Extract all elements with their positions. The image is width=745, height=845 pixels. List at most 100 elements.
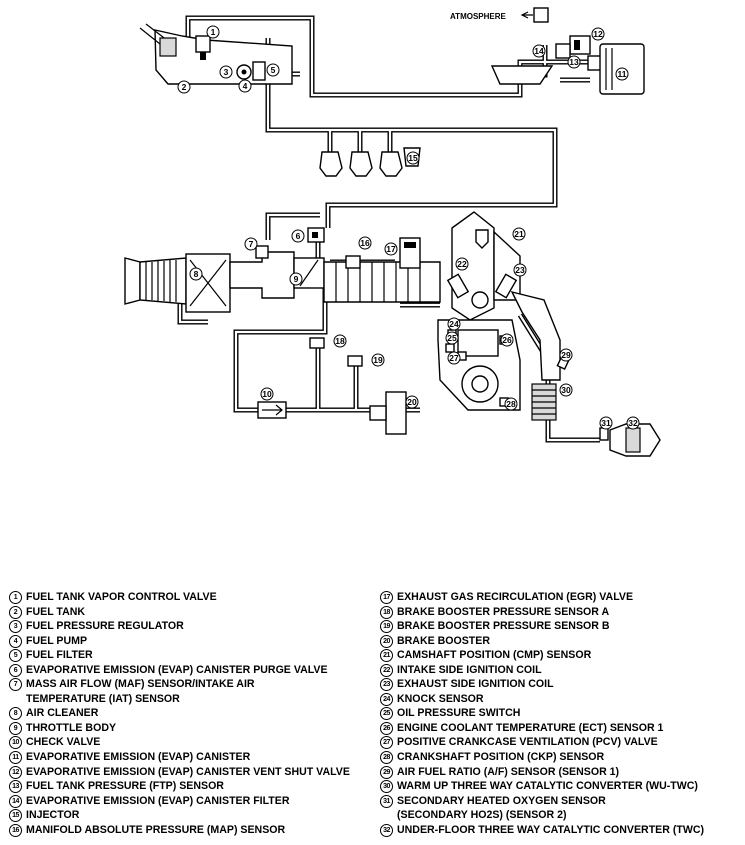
- fuel-filter: [252, 61, 266, 81]
- brake-booster-pressure-sensor-a: [309, 337, 325, 349]
- legend-text: EVAPORATIVE EMISSION (EVAP) CANISTER: [26, 751, 251, 764]
- svg-text:6: 6: [296, 231, 301, 241]
- svg-text:14: 14: [534, 46, 544, 56]
- callout-16: 16: [358, 236, 372, 250]
- legend-text: SECONDARY HEATED OXYGEN SENSOR (SECONDAR…: [397, 794, 606, 822]
- legend-number: 31: [380, 794, 393, 808]
- svg-text:12: 12: [593, 29, 603, 39]
- callout-9: 9: [289, 272, 303, 286]
- svg-text:15: 15: [408, 153, 418, 163]
- evap-purge-valve: [307, 227, 325, 243]
- legend-item: 28 CRANKSHAFT POSITION (CKP) SENSOR: [380, 750, 742, 765]
- legend-text: EXHAUST SIDE IGNITION COIL: [397, 678, 554, 691]
- legend-text: BRAKE BOOSTER PRESSURE SENSOR A: [397, 605, 610, 618]
- legend-text: FUEL TANK VAPOR CONTROL VALVE: [26, 591, 217, 603]
- legend-text: EXHAUST GAS RECIRCULATION (EGR) VALVE: [397, 591, 634, 603]
- exhaust-side-ignition-coil: [494, 273, 518, 299]
- legend-item: 24 KNOCK SENSOR: [380, 692, 742, 707]
- svg-text:13: 13: [569, 57, 579, 67]
- legend-text: CRANKSHAFT POSITION (CKP) SENSOR: [397, 751, 605, 764]
- svg-text:17: 17: [386, 244, 396, 254]
- legend-text: ENGINE COOLANT TEMPERATURE (ECT) SENSOR …: [397, 721, 664, 734]
- legend-number: 26: [380, 721, 393, 735]
- callout-30: 30: [559, 383, 573, 397]
- callout-17: 17: [384, 242, 398, 256]
- evap-canister-vent-shut-valve: [569, 35, 591, 55]
- callout-6: 6: [291, 229, 305, 243]
- legend-number: 19: [380, 620, 393, 634]
- injectors: [319, 147, 421, 177]
- legend-text: INJECTOR: [26, 809, 80, 822]
- exhaust-manifold: [510, 290, 561, 381]
- legend-text: FUEL TANK: [26, 605, 86, 618]
- legend-item: 26 ENGINE COOLANT TEMPERATURE (ECT) SENSO…: [380, 721, 742, 736]
- legend-text: FUEL FILTER: [26, 649, 93, 662]
- legend-text: UNDER-FLOOR THREE WAY CATALYTIC CONVERTE…: [397, 823, 705, 836]
- intake-side-ignition-coil: [446, 273, 470, 299]
- legend-item: 31 SECONDARY HEATED OXYGEN SENSOR (SECOND…: [380, 794, 742, 823]
- legend-number: 28: [380, 751, 393, 765]
- legend-text: FUEL PUMP: [26, 634, 88, 647]
- legend-number: 22: [380, 663, 393, 677]
- callout-4: 4: [238, 79, 252, 93]
- legend-text: CHECK VALVE: [26, 736, 101, 749]
- legend-number: 27: [380, 736, 393, 750]
- callout-15: 15: [406, 151, 420, 165]
- legend-text: AIR FUEL RATIO (A/F) SENSOR (SENSOR 1): [397, 765, 620, 778]
- svg-text:25: 25: [447, 333, 457, 343]
- callout-13: 13: [567, 55, 581, 69]
- legend-text: EVAPORATIVE EMISSION (EVAP) CANISTER VEN…: [26, 765, 350, 778]
- legend-item: 2 FUEL TANK: [9, 605, 371, 620]
- callout-31: 31: [599, 416, 613, 430]
- cmp-sensor: [475, 229, 489, 249]
- legend-text: FUEL TANK PRESSURE (FTP) SENSOR: [26, 780, 224, 793]
- svg-text:3: 3: [224, 67, 229, 77]
- svg-text:27: 27: [449, 353, 459, 363]
- callout-20: 20: [405, 395, 419, 409]
- svg-text:1: 1: [211, 27, 216, 37]
- legend-text: AIR CLEANER: [26, 707, 99, 720]
- svg-text:31: 31: [601, 418, 611, 428]
- legend-text: EVAPORATIVE EMISSION (EVAP) CANISTER PUR…: [26, 663, 328, 676]
- svg-text:22: 22: [457, 259, 467, 269]
- callout-18: 18: [333, 334, 347, 348]
- oil-pressure-switch: [445, 343, 455, 353]
- legend-text: MANIFOLD ABSOLUTE PRESSURE (MAP) SENSOR: [26, 823, 286, 836]
- svg-text:23: 23: [515, 265, 525, 275]
- legend-text: THROTTLE BODY: [26, 721, 117, 734]
- warm-up-catalytic-converter: [531, 383, 557, 421]
- callout-27: 27: [447, 351, 461, 365]
- check-valve: [257, 401, 287, 419]
- evap-canister-filter: [555, 43, 571, 59]
- legend-number: 20: [380, 634, 393, 648]
- svg-text:32: 32: [628, 418, 638, 428]
- svg-text:11: 11: [618, 69, 627, 79]
- legend-item: 32 UNDER-FLOOR THREE WAY CATALYTIC CONVER…: [380, 823, 742, 838]
- svg-text:28: 28: [506, 399, 516, 409]
- legend-number: 32: [380, 823, 393, 837]
- legend-number: 2: [9, 605, 22, 619]
- svg-text:29: 29: [561, 350, 571, 360]
- svg-text:19: 19: [373, 355, 383, 365]
- intake-manifold: [323, 261, 441, 303]
- svg-text:21: 21: [514, 229, 524, 239]
- callout-14: 14: [532, 44, 546, 58]
- legend-number: 24: [380, 692, 393, 706]
- legend-number: 14: [9, 794, 22, 808]
- legend-number: 7: [9, 678, 22, 692]
- svg-text:9: 9: [294, 274, 299, 284]
- legend-text: KNOCK SENSOR: [397, 692, 484, 705]
- legend-text: BRAKE BOOSTER: [397, 634, 490, 647]
